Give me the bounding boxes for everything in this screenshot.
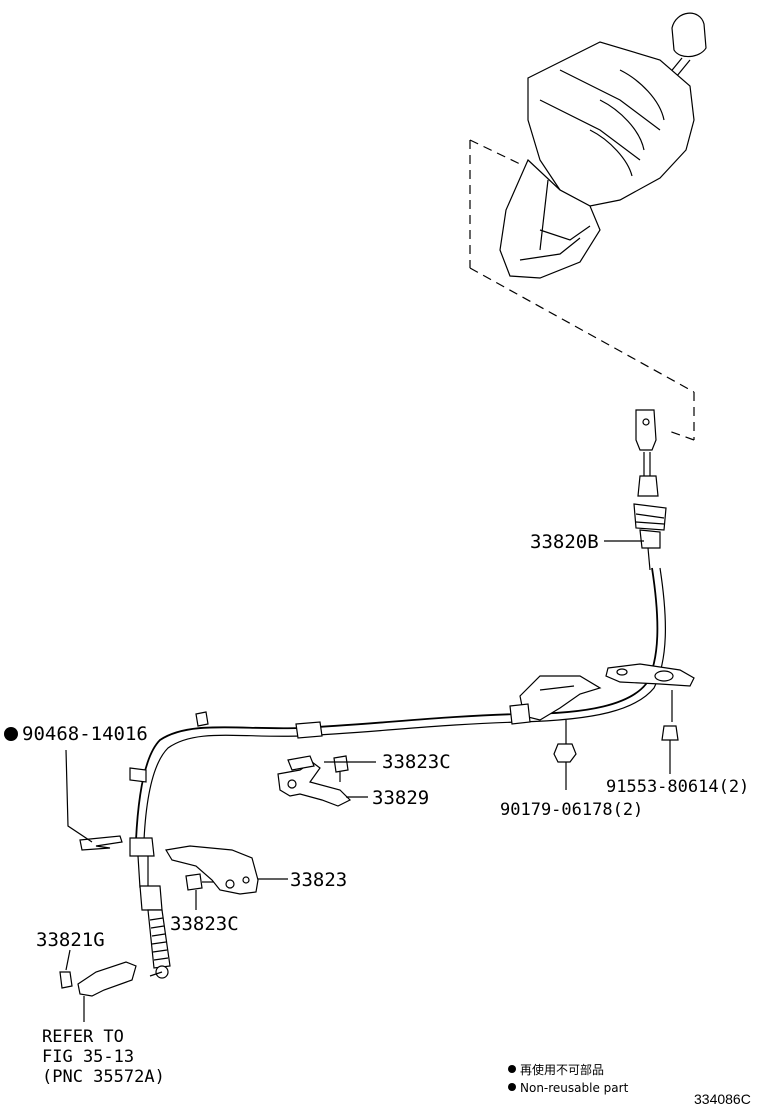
callout-90468-14016: 90468-14016	[22, 723, 148, 745]
leader-lines	[65, 540, 671, 971]
guide-dashed-lines	[469, 139, 695, 441]
callout-33823C-top: 33823C	[382, 751, 451, 773]
non-reusable-marker-icon	[4, 727, 18, 741]
callout-90179-06178: 90179-06178(2)	[500, 800, 643, 820]
shift-lever-assembly	[499, 12, 707, 279]
nut-90179	[553, 743, 577, 776]
legend-marker-icon	[508, 1065, 516, 1073]
callout-33823: 33823	[290, 869, 347, 891]
refer-line-2: FIG 35-13	[42, 1047, 134, 1067]
callout-33820B: 33820B	[530, 531, 599, 553]
legend-english: Non-reusable part	[520, 1081, 629, 1095]
legend-marker-icon-en	[508, 1083, 516, 1091]
bolt-91553	[661, 725, 679, 760]
diagram-code: 334086C	[694, 1091, 751, 1107]
refer-line-3: (PNC 35572A)	[42, 1067, 165, 1087]
bracket-33821G	[59, 961, 163, 1022]
legend-japanese: 再使用不可部品	[520, 1062, 604, 1077]
callout-91553-80614: 91553-80614(2)	[606, 777, 749, 797]
callout-33829: 33829	[372, 787, 429, 809]
transmission-control-cable	[129, 409, 695, 979]
clip-90468	[65, 749, 123, 851]
refer-line-1: REFER TO	[42, 1027, 124, 1047]
callout-33823C-bottom: 33823C	[170, 913, 239, 935]
bracket-33823	[165, 845, 259, 906]
bracket-33829	[277, 755, 352, 807]
callout-33821G: 33821G	[36, 929, 105, 951]
